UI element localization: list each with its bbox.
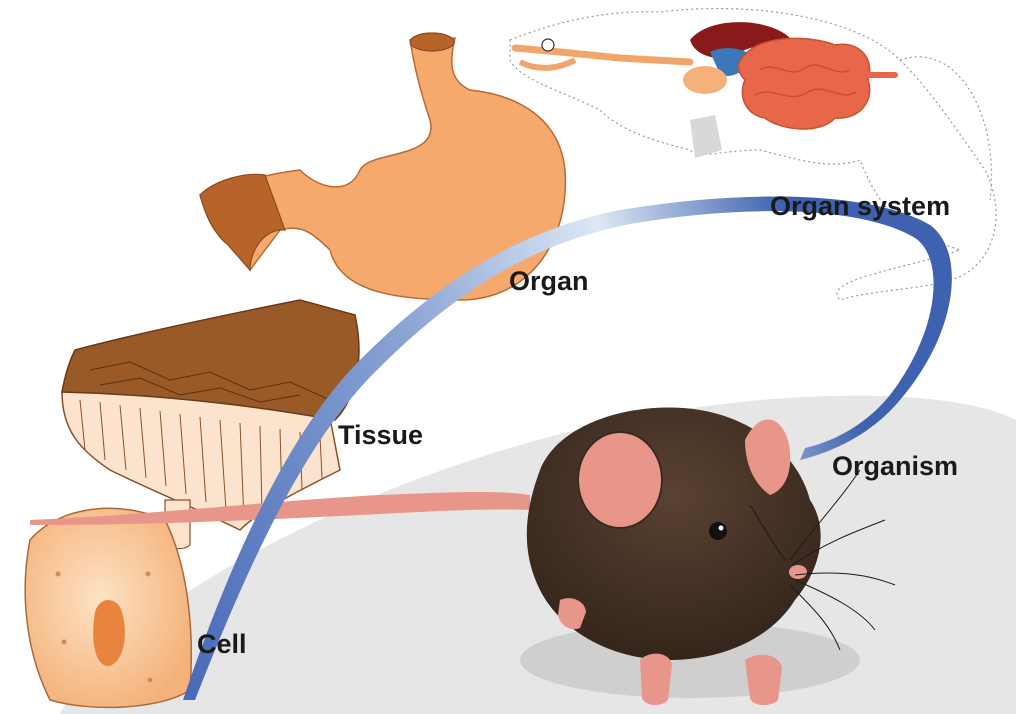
mouse-nose xyxy=(789,565,807,579)
eye-outline xyxy=(541,38,555,52)
cell-icon xyxy=(24,507,192,709)
whiskers xyxy=(749,469,896,651)
tissue-top xyxy=(61,299,360,421)
mouse-icon xyxy=(520,407,896,706)
mouse-ear-front xyxy=(745,419,791,495)
duodenum-cut xyxy=(199,173,286,272)
label-tissue: Tissue xyxy=(338,420,424,450)
label-cell: Cell xyxy=(197,629,247,659)
paw-shadow xyxy=(690,115,722,158)
mouse-paws xyxy=(558,598,782,706)
label-organism: Organism xyxy=(832,451,959,481)
mouth-line xyxy=(518,57,577,71)
label-organ-system: Organ system xyxy=(770,191,951,221)
label-organ: Organ xyxy=(509,266,589,296)
esophagus-opening xyxy=(409,32,455,52)
mouse-ear-back xyxy=(577,431,663,529)
stomach-small xyxy=(683,66,727,94)
stomach-body xyxy=(199,37,567,301)
mouse-eye xyxy=(709,522,727,540)
intestines xyxy=(737,37,871,130)
organ-system-icon xyxy=(509,7,997,301)
esophagus xyxy=(511,44,694,66)
nucleus xyxy=(93,599,125,667)
stomach-icon xyxy=(199,32,567,301)
